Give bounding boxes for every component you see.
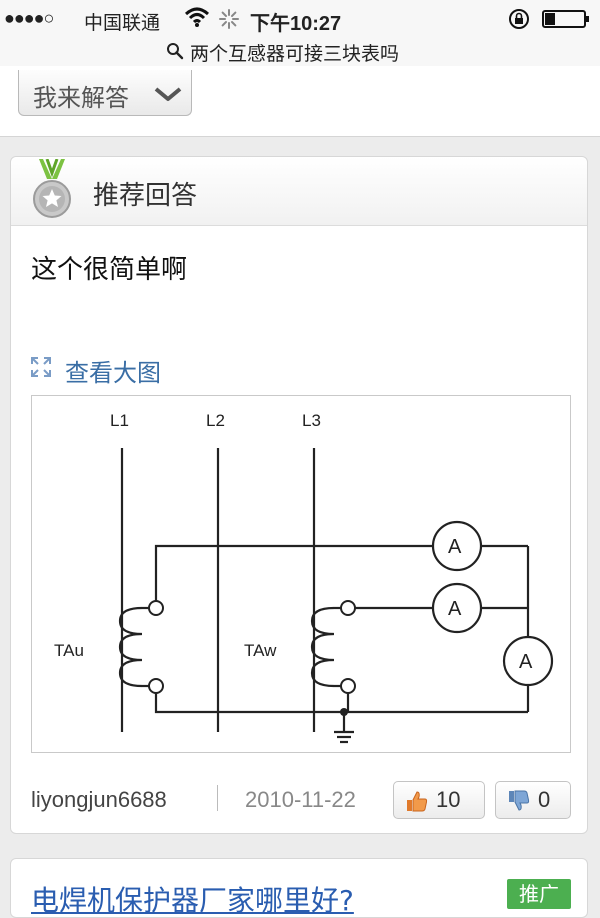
downvote-button[interactable]: 0 (495, 781, 571, 819)
promo-badge: 推广 (507, 879, 571, 909)
activity-spinner-icon (219, 9, 239, 29)
medal-icon (33, 159, 71, 218)
answer-author[interactable]: liyongjun6688 (31, 787, 167, 812)
line-label-l2: L2 (206, 411, 225, 430)
ct-label-taw: TAw (244, 641, 277, 660)
line-label-l3: L3 (302, 411, 321, 430)
related-item-link[interactable]: 电焊机保护器厂家哪里好? (31, 884, 354, 917)
answer-button[interactable]: 我来解答 (18, 70, 192, 116)
address-bar[interactable]: 两个互感器可接三块表吗 (0, 36, 600, 66)
search-icon (167, 43, 184, 60)
page-title: 两个互感器可接三块表吗 (190, 43, 400, 65)
related-item-card: 电焊机保护器厂家哪里好? 推广 (10, 858, 588, 918)
signal-strength-indicator: ●●●●○ (4, 8, 54, 28)
chevron-down-icon (154, 87, 182, 101)
recommended-answer-card: 推荐回答 这个很简单啊 查看大图 (10, 156, 588, 834)
recommended-answer-title: 推荐回答 (93, 181, 198, 211)
ammeter-2 (431, 582, 483, 634)
upvote-button[interactable]: 10 (393, 781, 485, 819)
expand-icon (31, 357, 51, 377)
ammeter-label-1: A (448, 536, 462, 558)
footer-divider (217, 785, 218, 811)
carrier-name: 中国联通 (84, 13, 161, 34)
thumbs-down-icon (509, 790, 530, 811)
wiring-diagram-image[interactable]: L1 L2 L3 TAu TAw A A A (31, 395, 571, 753)
ammeter-label-3: A (519, 651, 533, 673)
answer-button-label: 我来解答 (33, 84, 129, 112)
battery-icon (542, 10, 589, 28)
thumbs-up-icon (407, 791, 428, 812)
recommended-answer-header: 推荐回答 (11, 157, 587, 226)
ct-coil-taw (310, 606, 335, 688)
status-bar: ●●●●○ 中国联通 下午10:27 (0, 0, 600, 40)
ammeter-label-2: A (448, 598, 462, 620)
downvote-count: 0 (538, 787, 551, 812)
ct-coil-tau (118, 606, 143, 688)
line-label-l1: L1 (110, 411, 129, 430)
clock: 下午10:27 (250, 13, 342, 35)
wiring-diagram: L1 L2 L3 TAu TAw A A A (54, 411, 554, 744)
ct-label-tau: TAu (54, 641, 84, 660)
ammeter-3 (502, 635, 554, 687)
wire-tau-top (154, 544, 432, 608)
ammeter-1 (431, 520, 483, 572)
answer-text: 这个很简单啊 (31, 255, 188, 285)
upvote-count: 10 (436, 787, 461, 812)
rotation-lock-icon (509, 9, 529, 29)
wifi-icon (184, 7, 210, 27)
question-card: 我来解答 (0, 66, 600, 137)
view-large-image-label: 查看大图 (65, 359, 161, 387)
wire-common (154, 686, 528, 714)
answer-date: 2010-11-22 (245, 787, 356, 812)
